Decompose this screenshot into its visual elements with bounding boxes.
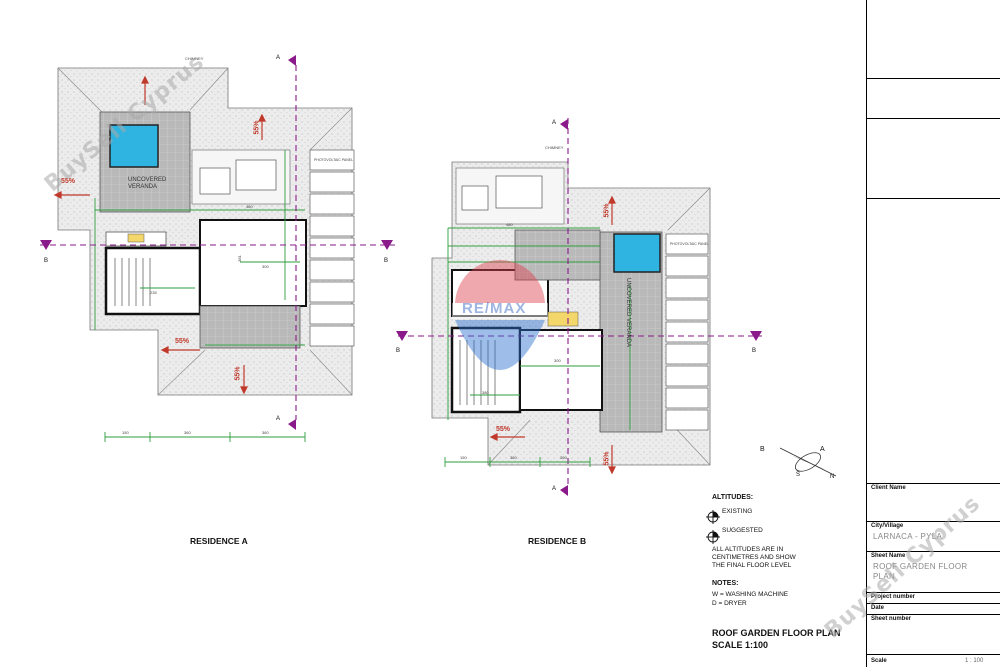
- client-name-label: Client Name: [871, 485, 906, 491]
- pool-a: [109, 124, 159, 168]
- panel-label-a: PHOTOVOLTAIC PANEL: [314, 158, 354, 162]
- residence-b-plan: [396, 118, 762, 496]
- sheet-number-label: Sheet number: [871, 616, 912, 622]
- compass-a: A: [820, 446, 825, 453]
- dim-b-380: 380: [482, 390, 489, 395]
- date-label: Date: [871, 605, 885, 611]
- sheet-name-line2: PLAN: [873, 572, 896, 581]
- residence-a-plan: [40, 55, 395, 442]
- project-number-cell: Project number: [867, 592, 1000, 604]
- altitudes-title: ALTITUDES:: [712, 494, 754, 501]
- dim-a-480: 480: [246, 204, 253, 209]
- dim-b-300: 300: [554, 358, 561, 363]
- slope-a-4: 55%: [234, 366, 242, 381]
- title-block: Client Name City/Village LARNACA - PYLA …: [866, 0, 1000, 667]
- drawing-title-line1: ROOF GARDEN FLOOR PLAN: [712, 628, 841, 638]
- notes-title: NOTES:: [712, 580, 739, 587]
- legend: ALTITUDES:: [712, 494, 852, 501]
- scale-value: 1 : 100: [965, 658, 984, 664]
- section-a-bottom: A: [276, 416, 281, 422]
- dim-a-bottom-2: 360: [184, 430, 191, 435]
- scale-label: Scale: [871, 658, 887, 664]
- section-b-bot: A: [552, 486, 557, 492]
- date-cell: Date: [867, 603, 1000, 615]
- panel-label-b: PHOTOVOLTAIC PANEL: [670, 242, 710, 246]
- section-b-left: B: [44, 258, 49, 264]
- legend-note-2: CENTIMETRES AND SHOW: [712, 554, 796, 561]
- sheet-name-line1: ROOF GARDEN FLOOR: [873, 562, 968, 571]
- stair-block-a: [104, 246, 202, 316]
- dim-a-bottom-1: 150: [122, 430, 129, 435]
- note-d: D = DRYER: [712, 600, 747, 607]
- sheet-name-cell: Sheet Name ROOF GARDEN FLOOR PLAN: [867, 551, 1000, 593]
- chimney-a-label: CHIMNEY: [185, 56, 204, 61]
- legend-note-3: THE FINAL FLOOR LEVEL: [712, 562, 792, 569]
- slope-a-2: 55%: [253, 120, 261, 135]
- residence-a-title: RESIDENCE A: [190, 536, 248, 546]
- section-a-top: A: [276, 55, 281, 61]
- legend-existing: EXISTING: [722, 508, 753, 515]
- slope-a-1: 55%: [61, 178, 76, 185]
- altitude-symbols: [706, 510, 720, 544]
- city-label: City/Village: [871, 523, 904, 529]
- section-bb-right: B: [752, 348, 757, 354]
- dim-b-bottom-2: 360: [510, 455, 517, 460]
- dim-a-235: 235: [150, 290, 157, 295]
- scale-cell: Scale 1 : 100: [867, 654, 1000, 668]
- compass-n: N: [830, 474, 835, 480]
- dim-b-480: 480: [506, 222, 513, 227]
- remax-watermark: [452, 260, 548, 370]
- sheet-number-cell: Sheet number: [867, 614, 1000, 655]
- panel-column-b: [665, 233, 709, 431]
- dim-a-bottom-3: 360: [262, 430, 269, 435]
- panel-column-a: [309, 149, 355, 347]
- city-value: LARNACA - PYLA: [873, 532, 943, 541]
- legend-suggested: SUGGESTED: [722, 527, 763, 534]
- remax-logo-text: RE/MAX: [462, 300, 527, 317]
- veranda-a-label: UNCOVERED VERANDA: [128, 177, 167, 190]
- slope-a-3: 55%: [175, 338, 190, 345]
- compass-b: B: [760, 446, 765, 453]
- note-w: W = WASHING MACHINE: [712, 591, 789, 598]
- dim-b-bottom-3: 360: [560, 455, 567, 460]
- drawing-title-line2: SCALE 1:100: [712, 640, 769, 650]
- project-number-label: Project number: [871, 594, 916, 600]
- section-b-top: A: [552, 120, 557, 126]
- legend-note-1: ALL ALTITUDES ARE IN: [712, 546, 784, 553]
- dim-a-381: 381: [236, 255, 242, 262]
- section-bb-left: B: [396, 348, 401, 354]
- slope-b-1: 55%: [496, 426, 511, 433]
- chimney-b-label: CHIMNEY: [545, 145, 564, 150]
- sheet-name-label: Sheet Name: [871, 553, 906, 559]
- client-name-cell: Client Name: [867, 483, 1000, 522]
- slope-b-2: 55%: [603, 203, 611, 218]
- dim-b-bottom-1: 150: [460, 455, 467, 460]
- floor-plan-drawing: [40, 55, 837, 544]
- section-b-right: B: [384, 258, 389, 264]
- city-cell: City/Village LARNACA - PYLA: [867, 521, 1000, 552]
- veranda-b-label: UNCOVERED VERANDA: [625, 278, 631, 348]
- dim-a-300: 300: [262, 264, 269, 269]
- pool-b: [613, 233, 661, 273]
- residence-b-title: RESIDENCE B: [528, 536, 587, 546]
- slope-b-3: 55%: [603, 451, 611, 466]
- compass-s: S: [796, 472, 801, 478]
- north-compass: [779, 447, 837, 477]
